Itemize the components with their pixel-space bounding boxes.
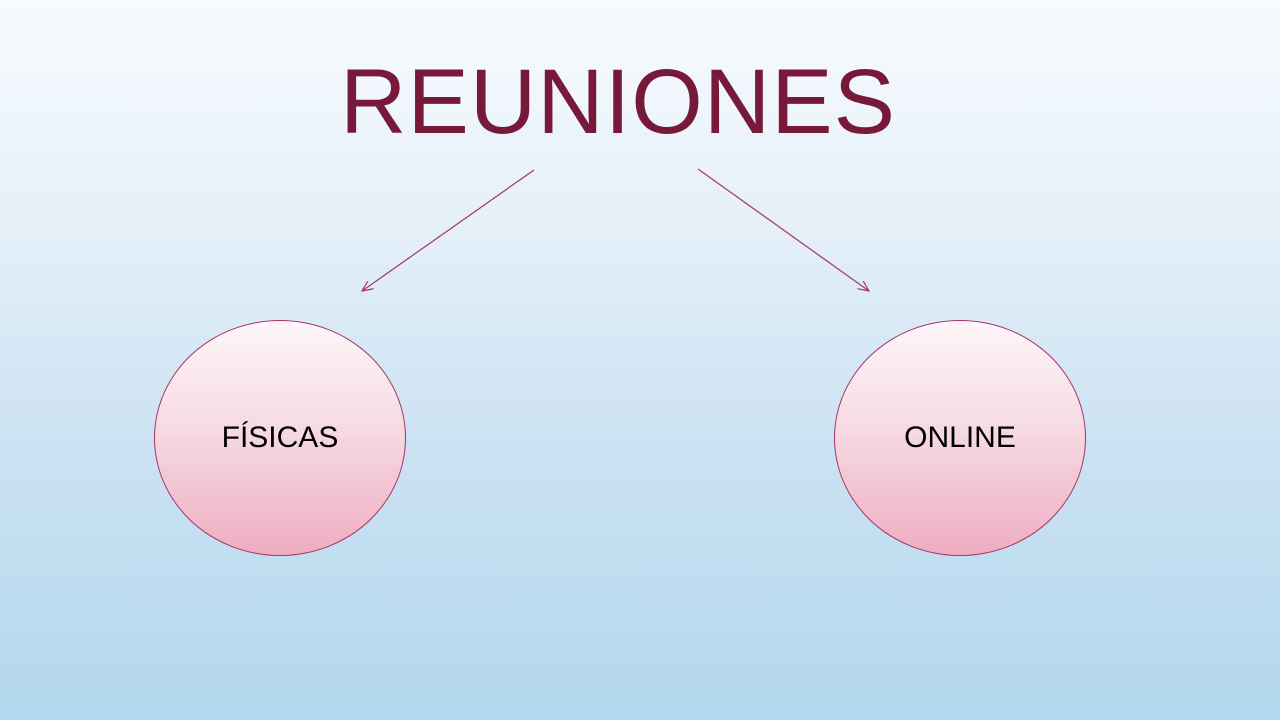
arrow-to-online	[697, 168, 869, 291]
node-fisicas-label: FÍSICAS	[221, 421, 339, 454]
arrow-to-fisicas	[362, 169, 535, 291]
node-online: ONLINE	[834, 320, 1086, 556]
node-online-label: ONLINE	[904, 421, 1016, 454]
diagram-title: REUNIONES	[340, 51, 896, 153]
node-fisicas: FÍSICAS	[154, 320, 406, 556]
